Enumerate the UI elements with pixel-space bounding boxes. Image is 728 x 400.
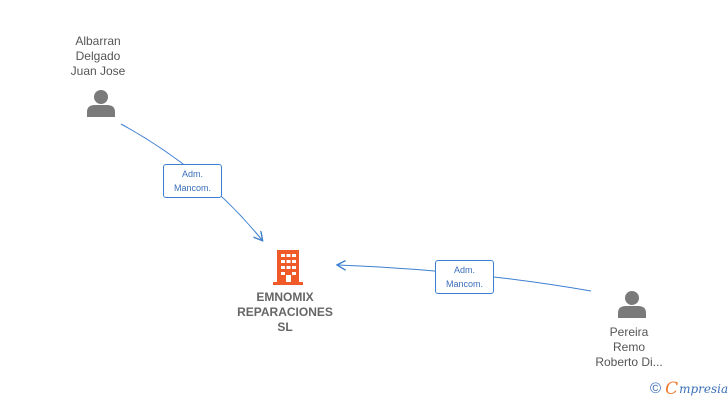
company-name-line: SL xyxy=(277,320,293,334)
role-label-right[interactable]: Adm. Mancom. xyxy=(435,260,494,294)
person-icon[interactable] xyxy=(617,289,647,319)
role-label-line: Mancom. xyxy=(173,183,211,193)
role-label-line: Adm. xyxy=(453,265,475,275)
person-name-line: Remo xyxy=(612,340,645,354)
company-name-line: REPARACIONES xyxy=(237,305,333,319)
person-name-line: Roberto Di... xyxy=(595,355,663,369)
copyright-icon: © xyxy=(650,380,662,397)
company-name[interactable]: EMNOMIX REPARACIONES SL xyxy=(220,290,350,335)
person-name-line: Delgado xyxy=(75,49,121,63)
person-name-line: Juan Jose xyxy=(70,64,126,78)
role-label-top[interactable]: Adm. Mancom. xyxy=(163,164,222,198)
person-icon[interactable] xyxy=(86,88,116,118)
role-label-line: Mancom. xyxy=(445,279,483,289)
building-icon[interactable] xyxy=(271,249,305,285)
brand-logo-initial: C xyxy=(665,379,679,399)
brand-logo-text: mpresia xyxy=(679,382,728,396)
person-name-line: Albarran xyxy=(75,34,121,48)
empresia-watermark[interactable]: © C mpresia xyxy=(650,379,728,399)
person-name-pereira[interactable]: Pereira Remo Roberto Di... xyxy=(579,325,679,370)
role-label-line: Adm. xyxy=(181,169,203,179)
person-name-line: Pereira xyxy=(609,325,649,339)
company-name-line: EMNOMIX xyxy=(256,290,314,304)
person-name-albarran[interactable]: Albarran Delgado Juan Jose xyxy=(48,34,148,79)
